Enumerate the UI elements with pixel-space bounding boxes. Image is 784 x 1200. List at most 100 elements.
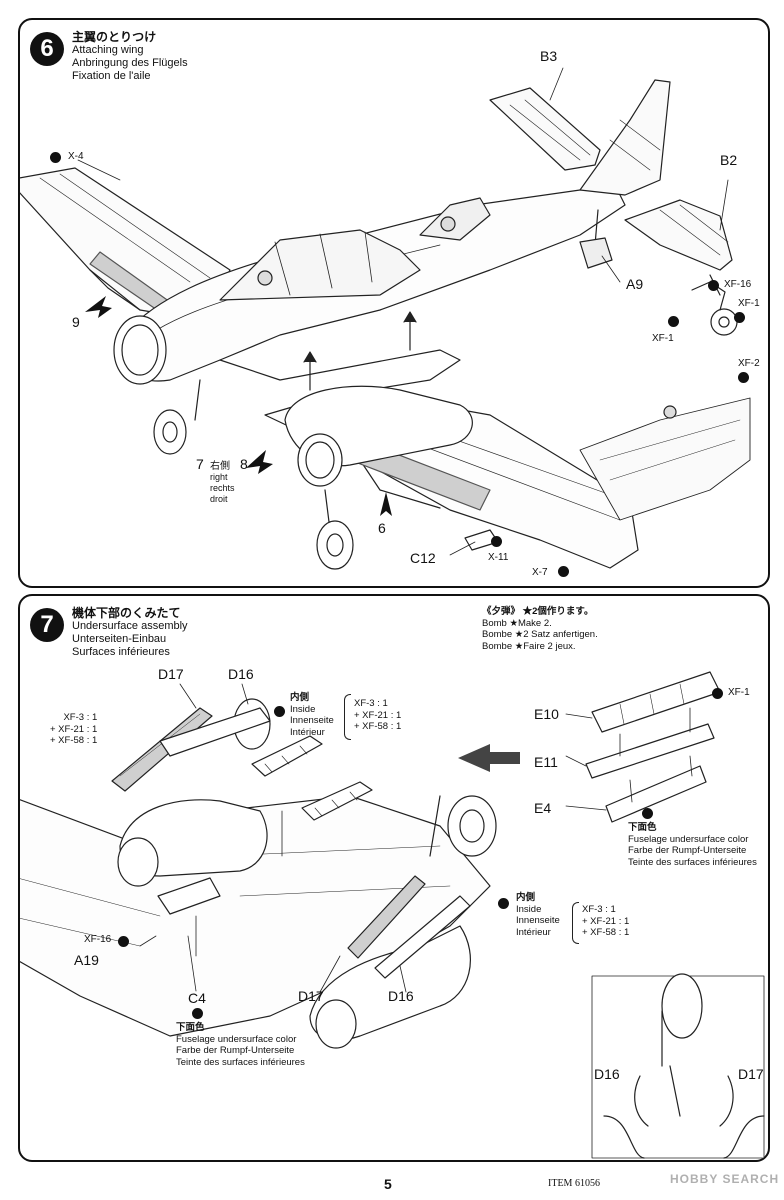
- step-7-panel: 7 機体下部のくみたて Undersurface assembly Unters…: [18, 594, 770, 1162]
- inside-note-b: 内側 Inside Innenseite Intérieur: [516, 892, 560, 938]
- label-xf16-s7: XF-16: [84, 934, 112, 945]
- step-number-6: 6: [30, 32, 64, 66]
- label-x11: X-11: [488, 552, 509, 563]
- bomb-note-en: Bomb ★Make 2.: [482, 617, 552, 629]
- label-x7: X-7: [532, 567, 548, 578]
- step-6-illustration: [20, 67, 751, 570]
- bomb-note-fr: Bombe ★Faire 2 jeux.: [482, 640, 576, 652]
- step-7-illustration: [20, 671, 765, 1159]
- paint-mix-left-xf58: + XF-58 : 1: [50, 735, 98, 746]
- step-7-titles: 機体下部のくみたて Undersurface assembly Untersei…: [72, 607, 188, 659]
- paint-marker-xf1: [712, 688, 723, 699]
- brace-a: [344, 694, 351, 740]
- paint-mix-right-xf21: + XF-21 : 1: [582, 915, 630, 927]
- paint-mix-right-xf58: + XF-58 : 1: [582, 927, 630, 938]
- inside-note-b-de: Innenseite: [516, 915, 560, 926]
- label-right-ja: 右側: [210, 461, 230, 472]
- label-x4: X-4: [68, 151, 84, 162]
- paint-marker-under-a: [642, 808, 653, 819]
- paint-marker-x7: [558, 566, 569, 577]
- paint-marker-x4: [50, 152, 61, 163]
- step-6-title-fr: Fixation de l'aile: [72, 70, 151, 82]
- item-code: ITEM 61056: [548, 1178, 600, 1189]
- under-note-b: 下面色 Fuselage undersurface color Farbe de…: [176, 1022, 305, 1068]
- under-note-a-de: Farbe der Rumpf-Unterseite: [628, 845, 747, 856]
- label-right-fr: droit: [210, 494, 228, 504]
- label-xf16: XF-16: [724, 279, 752, 290]
- label-b3: B3: [540, 48, 558, 64]
- under-note-a-en: Fuselage undersurface color: [628, 833, 749, 845]
- under-note-a-ja: 下面色: [628, 822, 657, 833]
- inside-note-a-en: Inside: [290, 703, 316, 715]
- label-d16-top: D16: [228, 666, 254, 682]
- label-d16-inset: D16: [594, 1066, 620, 1082]
- paint-mix-left-xf21: + XF-21 : 1: [50, 723, 98, 735]
- label-e4: E4: [534, 800, 552, 816]
- label-xf1-right: XF-1: [738, 298, 760, 309]
- label-c12: C12: [410, 550, 436, 566]
- paint-mix-right-xf3: XF-3 : 1: [582, 904, 616, 915]
- under-note-b-fr: Teinte des surfaces inférieures: [176, 1056, 305, 1068]
- step-6-title-ja: 主翼のとりつけ: [72, 30, 157, 44]
- paint-marker-xf2: [738, 372, 749, 383]
- inside-note-a-fr: Intérieur: [290, 726, 325, 738]
- inside-note-a-ja: 内側: [290, 692, 310, 703]
- step-7-title-en: Undersurface assembly: [72, 620, 188, 632]
- label-a19: A19: [74, 952, 99, 968]
- paint-mix-mid: XF-3 : 1 + XF-21 : 1 + XF-58 : 1: [354, 698, 401, 733]
- bomb-note-de: Bombe ★2 Satz anfertigen.: [482, 629, 598, 640]
- under-note-b-en: Fuselage undersurface color: [176, 1033, 297, 1045]
- under-note-b-de: Farbe der Rumpf-Unterseite: [176, 1045, 295, 1056]
- step-number-7: 7: [30, 608, 64, 642]
- step-6-title-de: Anbringung des Flügels: [72, 57, 188, 69]
- label-7: 7: [196, 456, 204, 472]
- label-a9: A9: [626, 276, 644, 292]
- under-note-a: 下面色 Fuselage undersurface color Farbe de…: [628, 822, 757, 868]
- label-xf2: XF-2: [738, 358, 760, 369]
- paint-marker-inside-a: [274, 706, 285, 717]
- bomb-note-ja: 《夕弾》 ★2個作ります。: [482, 606, 594, 617]
- label-d17-top: D17: [158, 666, 184, 682]
- inside-note-a-de: Innenseite: [290, 715, 334, 726]
- paint-marker-inside-b: [498, 898, 509, 909]
- label-e11: E11: [534, 754, 558, 770]
- label-xf1: XF-1: [728, 687, 750, 698]
- step-6-titles: 主翼のとりつけ Attaching wing Anbringung des Fl…: [72, 31, 188, 83]
- paint-mix-mid-xf58: + XF-58 : 1: [354, 721, 402, 732]
- label-right-de: rechts: [210, 483, 235, 493]
- step-7-title-ja: 機体下部のくみたて: [72, 606, 181, 620]
- paint-marker-xf1-right: [734, 312, 745, 323]
- paint-mix-mid-xf3: XF-3 : 1: [354, 698, 388, 709]
- watermark: HOBBY SEARCH: [670, 1172, 780, 1186]
- paint-marker-xf16-s7: [118, 936, 129, 947]
- paint-mix-left: XF-3 : 1 + XF-21 : 1 + XF-58 : 1: [50, 712, 97, 747]
- paint-mix-left-xf3: XF-3 : 1: [63, 712, 98, 723]
- label-right-en: right: [210, 472, 228, 482]
- step-7-title-fr: Surfaces inférieures: [72, 646, 170, 658]
- bomb-note: 《夕弾》 ★2個作ります。 Bomb ★Make 2. Bombe ★2 Sat…: [482, 606, 598, 652]
- label-c4: C4: [188, 990, 206, 1006]
- paint-mix-right: XF-3 : 1 + XF-21 : 1 + XF-58 : 1: [582, 904, 629, 939]
- label-8: 8: [240, 456, 248, 472]
- label-xf1-left: XF-1: [652, 333, 674, 344]
- inside-note-b-en: Inside: [516, 903, 542, 915]
- paint-marker-x11: [491, 536, 502, 547]
- paint-marker-under-b: [192, 1008, 203, 1019]
- label-e10: E10: [534, 706, 559, 722]
- paint-marker-xf16: [708, 280, 719, 291]
- inside-note-b-ja: 内側: [516, 892, 536, 903]
- paint-marker-xf1-left: [668, 316, 679, 327]
- label-b2: B2: [720, 152, 738, 168]
- under-note-a-fr: Teinte des surfaces inférieures: [628, 856, 757, 868]
- brace-b: [572, 902, 579, 944]
- page-number: 5: [384, 1176, 392, 1192]
- step-6-panel: 6 主翼のとりつけ Attaching wing Anbringung des …: [18, 18, 770, 588]
- label-d17-bottom: D17: [298, 988, 324, 1004]
- inside-note-a: 内側 Inside Innenseite Intérieur: [290, 692, 334, 738]
- step-6-title-en: Attaching wing: [72, 44, 144, 56]
- label-6: 6: [378, 520, 386, 536]
- label-d16-bottom: D16: [388, 988, 414, 1004]
- step-7-title-de: Unterseiten-Einbau: [72, 633, 167, 645]
- inside-note-b-fr: Intérieur: [516, 926, 551, 938]
- paint-mix-mid-xf21: + XF-21 : 1: [354, 709, 402, 721]
